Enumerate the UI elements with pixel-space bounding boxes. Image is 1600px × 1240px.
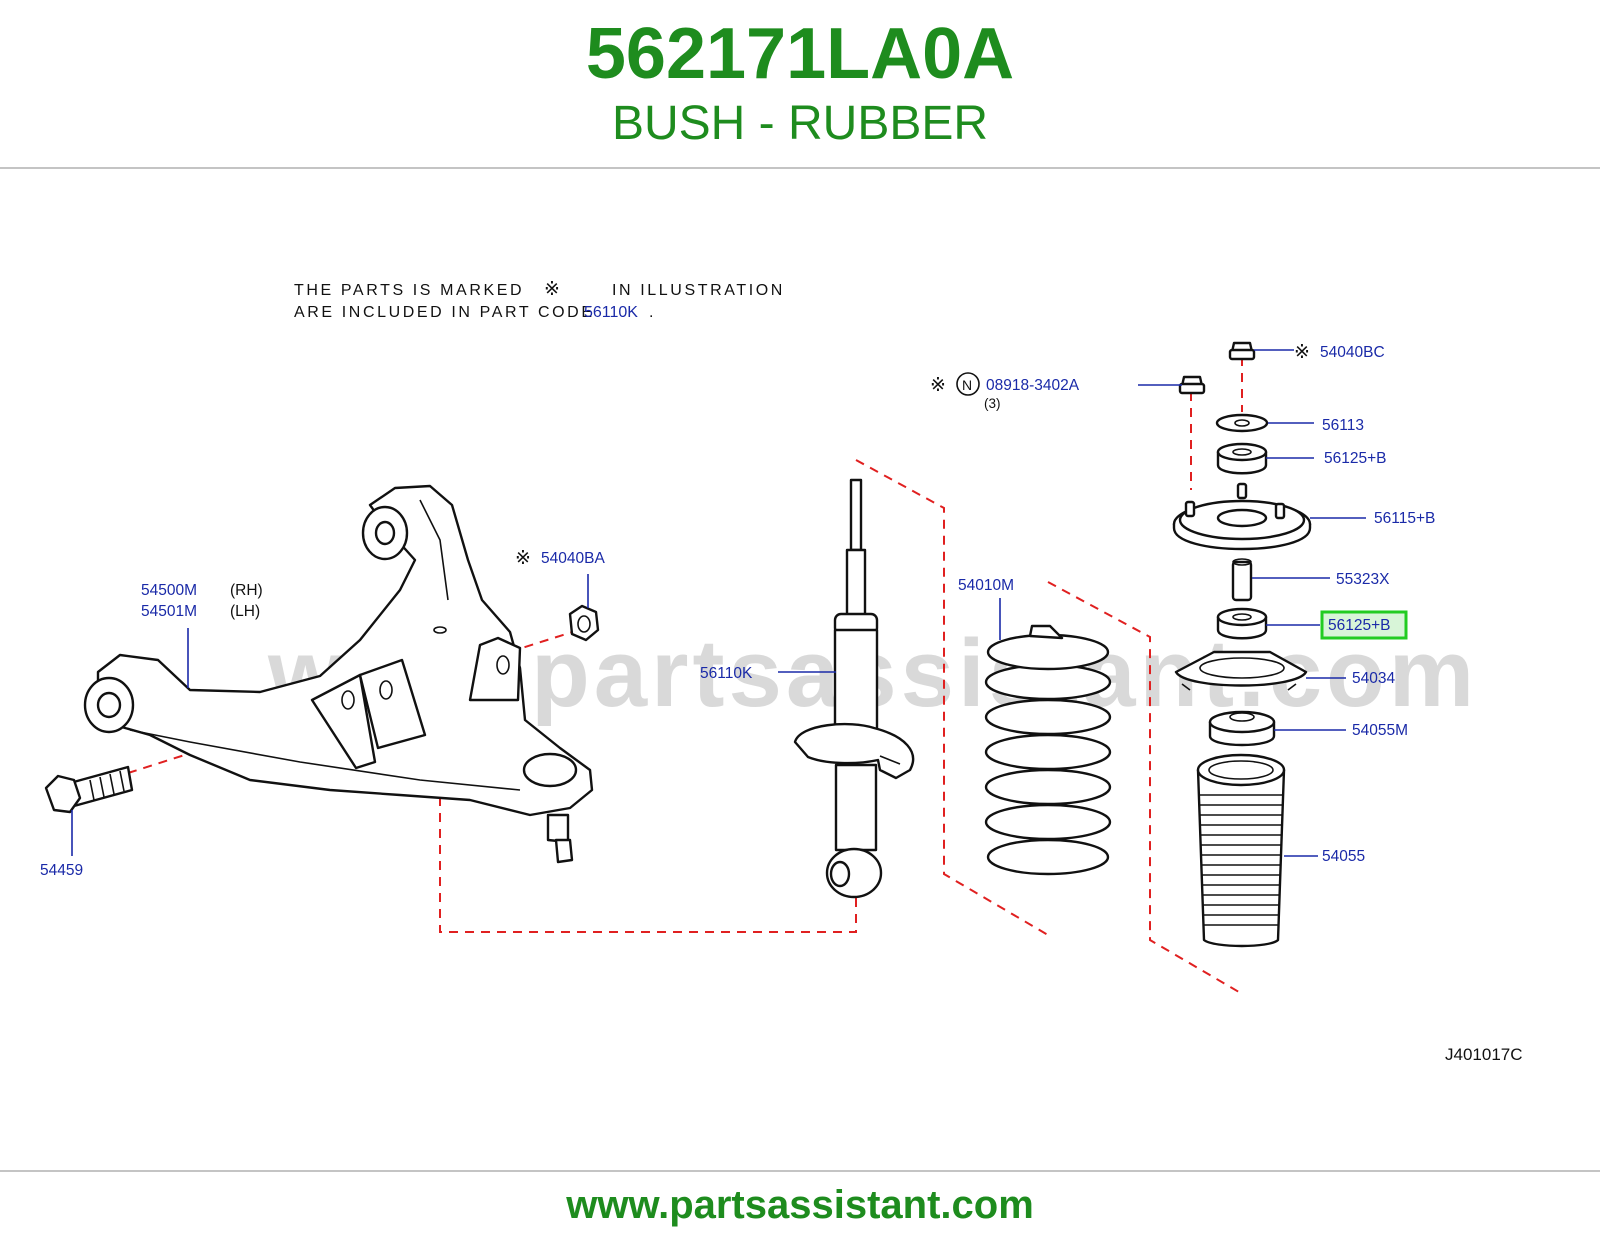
part-name-subtitle: BUSH - RUBBER [611, 97, 989, 150]
bushing-56125B-upper[interactable] [1216, 442, 1268, 475]
shock-absorber-56110K[interactable] [793, 478, 915, 899]
bushing-56125B-lower[interactable] [1216, 607, 1268, 640]
callout-labels: ※ 54040BC ※ N 08918-3402A (3) 56113 5612… [40, 342, 1523, 1064]
dust-boot-54055[interactable] [1196, 753, 1286, 948]
leader-lines [71, 349, 1366, 857]
callout-56125B-upper[interactable]: 56125+B [1324, 450, 1387, 467]
note-line2-start: ARE INCLUDED IN PART CODE [294, 304, 595, 321]
page-header: 562171LA0A BUSH - RUBBER [0, 0, 1600, 168]
callout-54034[interactable]: 54034 [1352, 670, 1395, 687]
note-line1-start: THE PARTS IS MARKED [294, 282, 524, 299]
note-line2-end: . [649, 304, 656, 321]
n-circle-letter: N [962, 377, 972, 393]
nut-54040BC[interactable] [1228, 341, 1256, 361]
bump-stop-54055M[interactable] [1208, 710, 1276, 747]
part-number-title: 562171LA0A [585, 14, 1015, 94]
callout-54459[interactable]: 54459 [40, 862, 83, 879]
diagram-code: J401017C [1445, 1045, 1523, 1064]
callout-56110K[interactable]: 56110K [700, 665, 753, 682]
header-divider [0, 167, 1600, 169]
bolt-54459[interactable] [44, 765, 134, 814]
mark-symbol-08918: ※ [930, 375, 946, 396]
callout-54500M[interactable]: 54500M [141, 582, 197, 599]
collar-55323X[interactable] [1231, 558, 1253, 602]
highlight-box [1320, 610, 1408, 640]
illustration-note: THE PARTS IS MARKED ※ IN ILLUSTRATION AR… [294, 279, 785, 321]
nut-08918-3402A[interactable] [1178, 375, 1206, 395]
mark-symbol-54040BA: ※ [515, 548, 531, 569]
callout-54055[interactable]: 54055 [1322, 848, 1365, 865]
mark-symbol-54040BC: ※ [1294, 342, 1310, 363]
label-lh: (LH) [230, 603, 260, 620]
note-mark-symbol: ※ [544, 279, 560, 300]
callout-56113[interactable]: 56113 [1322, 417, 1364, 434]
coil-spring-54010M[interactable] [984, 624, 1112, 876]
footer-divider [0, 1170, 1600, 1172]
callout-55323X[interactable]: 55323X [1336, 571, 1390, 588]
label-rh: (RH) [230, 582, 263, 599]
callout-54010M[interactable]: 54010M [958, 577, 1014, 594]
nut-54040BA[interactable] [568, 604, 600, 642]
n-circle-icon [956, 372, 980, 396]
note-part-code-link[interactable]: 56110K [584, 304, 638, 321]
note-line1-end: IN ILLUSTRATION [612, 282, 785, 299]
callout-54040BC[interactable]: 54040BC [1320, 344, 1385, 361]
callout-54501M[interactable]: 54501M [141, 603, 197, 620]
lower-control-arm-54500M[interactable] [83, 484, 594, 864]
callout-54055M[interactable]: 54055M [1352, 722, 1408, 739]
callout-54040BA[interactable]: 54040BA [541, 550, 605, 567]
callout-56115B[interactable]: 56115+B [1374, 510, 1435, 527]
callout-56125B-highlighted[interactable]: 56125+B [1328, 617, 1391, 634]
callout-08918-3402A[interactable]: 08918-3402A [986, 377, 1080, 394]
mount-insulator-56115B[interactable] [1172, 482, 1312, 551]
washer-56113[interactable] [1215, 413, 1269, 433]
footer-website-link[interactable]: www.partsassistant.com [566, 1183, 1034, 1227]
spring-seat-54034[interactable] [1174, 650, 1308, 691]
quantity-3: (3) [984, 396, 1001, 411]
